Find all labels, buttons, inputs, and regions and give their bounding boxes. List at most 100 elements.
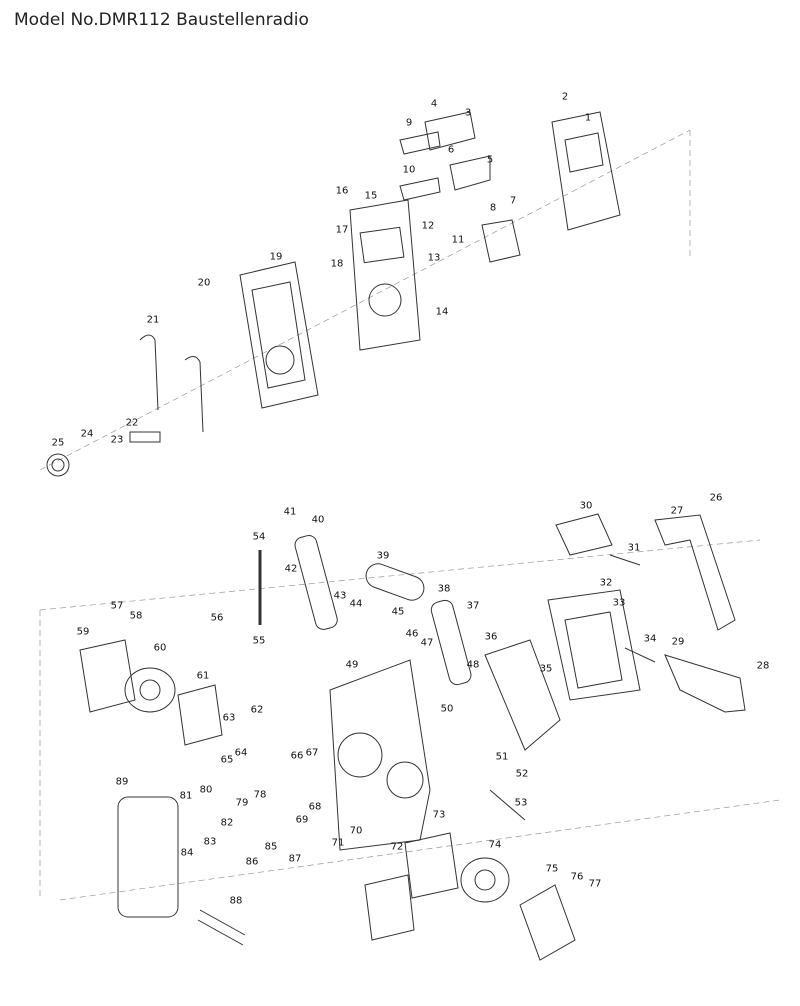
- part-number-label: 21: [146, 314, 160, 326]
- part-number-label: 49: [345, 659, 359, 671]
- part-number-label: 47: [420, 637, 434, 649]
- part-number-label: 4: [430, 98, 438, 110]
- panel-73: [404, 832, 459, 899]
- bracket-29: [664, 654, 746, 713]
- part-number-label: 89: [115, 776, 129, 788]
- part-number-label: 36: [484, 631, 498, 643]
- part-number-label: 46: [405, 628, 419, 640]
- part-number-label: 13: [427, 252, 441, 264]
- part-number-label: 66: [290, 750, 304, 762]
- part-number-label: 81: [179, 790, 193, 802]
- housing-49: [329, 659, 431, 851]
- rod-34: [624, 647, 656, 663]
- part-number-label: 88: [229, 895, 243, 907]
- part-number-label: 33: [612, 597, 626, 609]
- cover-38: [430, 599, 472, 686]
- part-number-label: 52: [515, 768, 529, 780]
- part-number-label: 61: [196, 670, 210, 682]
- part-number-label: 17: [335, 224, 349, 236]
- part-number-label: 35: [539, 663, 553, 675]
- panel-72: [364, 874, 415, 941]
- part-number-label: 53: [514, 797, 528, 809]
- part-number-label: 82: [220, 817, 234, 829]
- part-number-label: 3: [464, 107, 472, 119]
- speaker-74: [460, 857, 510, 903]
- part-number-label: 37: [466, 600, 480, 612]
- rods-88: [197, 909, 246, 946]
- part-number-label: 76: [570, 871, 584, 883]
- part-number-label: 18: [330, 258, 344, 270]
- part-number-label: 58: [129, 610, 143, 622]
- part-number-label: 30: [579, 500, 593, 512]
- part-number-label: 77: [588, 878, 602, 890]
- model-title: Model No.DMR112 Baustellenradio: [14, 10, 309, 30]
- knob-25: [46, 453, 70, 477]
- part-number-label: 83: [203, 836, 217, 848]
- part-number-label: 40: [311, 514, 325, 526]
- part-number-label: 63: [222, 712, 236, 724]
- rod-53: [489, 789, 526, 821]
- part-22: [129, 431, 161, 443]
- part-number-label: 85: [264, 841, 278, 853]
- part-number-label: 29: [671, 636, 685, 648]
- part-number-label: 45: [391, 606, 405, 618]
- part-number-label: 54: [252, 531, 266, 543]
- rod-31: [609, 554, 641, 566]
- part-number-label: 80: [199, 784, 213, 796]
- part-number-label: 41: [283, 506, 297, 518]
- front-frame-19: [239, 261, 319, 409]
- frame-33: [547, 589, 641, 701]
- guide-lines: [39, 129, 781, 901]
- part-number-label: 10: [402, 164, 416, 176]
- part-number-label: 69: [295, 814, 309, 826]
- pcb-board-1: [551, 111, 621, 231]
- part-number-label: 12: [421, 220, 435, 232]
- part-number-label: 16: [335, 185, 349, 197]
- part-number-label: 39: [376, 550, 390, 562]
- part-number-label: 27: [670, 505, 684, 517]
- frame-27: [654, 514, 736, 631]
- part-number-label: 57: [110, 600, 124, 612]
- part-number-label: 87: [288, 853, 302, 865]
- part-number-label: 84: [180, 847, 194, 859]
- part-number-label: 73: [432, 809, 446, 821]
- part-number-label: 51: [495, 751, 509, 763]
- part-number-label: 6: [447, 144, 455, 156]
- part-number-label: 59: [76, 626, 90, 638]
- part-number-label: 22: [125, 417, 139, 429]
- part-number-label: 62: [250, 704, 264, 716]
- part-number-label: 65: [220, 754, 234, 766]
- bracket-parts: [399, 111, 521, 263]
- part-number-label: 48: [466, 659, 480, 671]
- part-number-label: 55: [252, 635, 266, 647]
- part-number-label: 7: [509, 195, 517, 207]
- panel-61: [177, 684, 223, 746]
- front-panel-15: [349, 199, 421, 351]
- speaker-frame-59: [79, 639, 136, 713]
- part-number-label: 79: [235, 797, 249, 809]
- grille-30: [555, 513, 613, 556]
- cover-40: [294, 535, 338, 630]
- part-number-label: 86: [245, 856, 259, 868]
- part-number-label: 15: [364, 190, 378, 202]
- part-number-label: 28: [756, 660, 770, 672]
- part-number-label: 68: [308, 801, 322, 813]
- part-number-label: 60: [153, 642, 167, 654]
- part-number-label: 44: [349, 598, 363, 610]
- part-number-label: 43: [333, 590, 347, 602]
- speaker-60: [124, 667, 176, 713]
- part-number-label: 50: [440, 703, 454, 715]
- part-number-label: 25: [51, 437, 65, 449]
- part-number-label: 64: [234, 747, 248, 759]
- part-number-label: 9: [405, 117, 413, 129]
- part-number-label: 72: [390, 841, 404, 853]
- battery-tube-39: [365, 563, 425, 601]
- part-number-label: 23: [110, 434, 124, 446]
- part-number-label: 8: [489, 202, 497, 214]
- part-number-label: 26: [709, 492, 723, 504]
- part-number-label: 31: [627, 542, 641, 554]
- part-number-label: 14: [435, 306, 449, 318]
- part-number-label: 11: [451, 234, 465, 246]
- part-number-label: 24: [80, 428, 94, 440]
